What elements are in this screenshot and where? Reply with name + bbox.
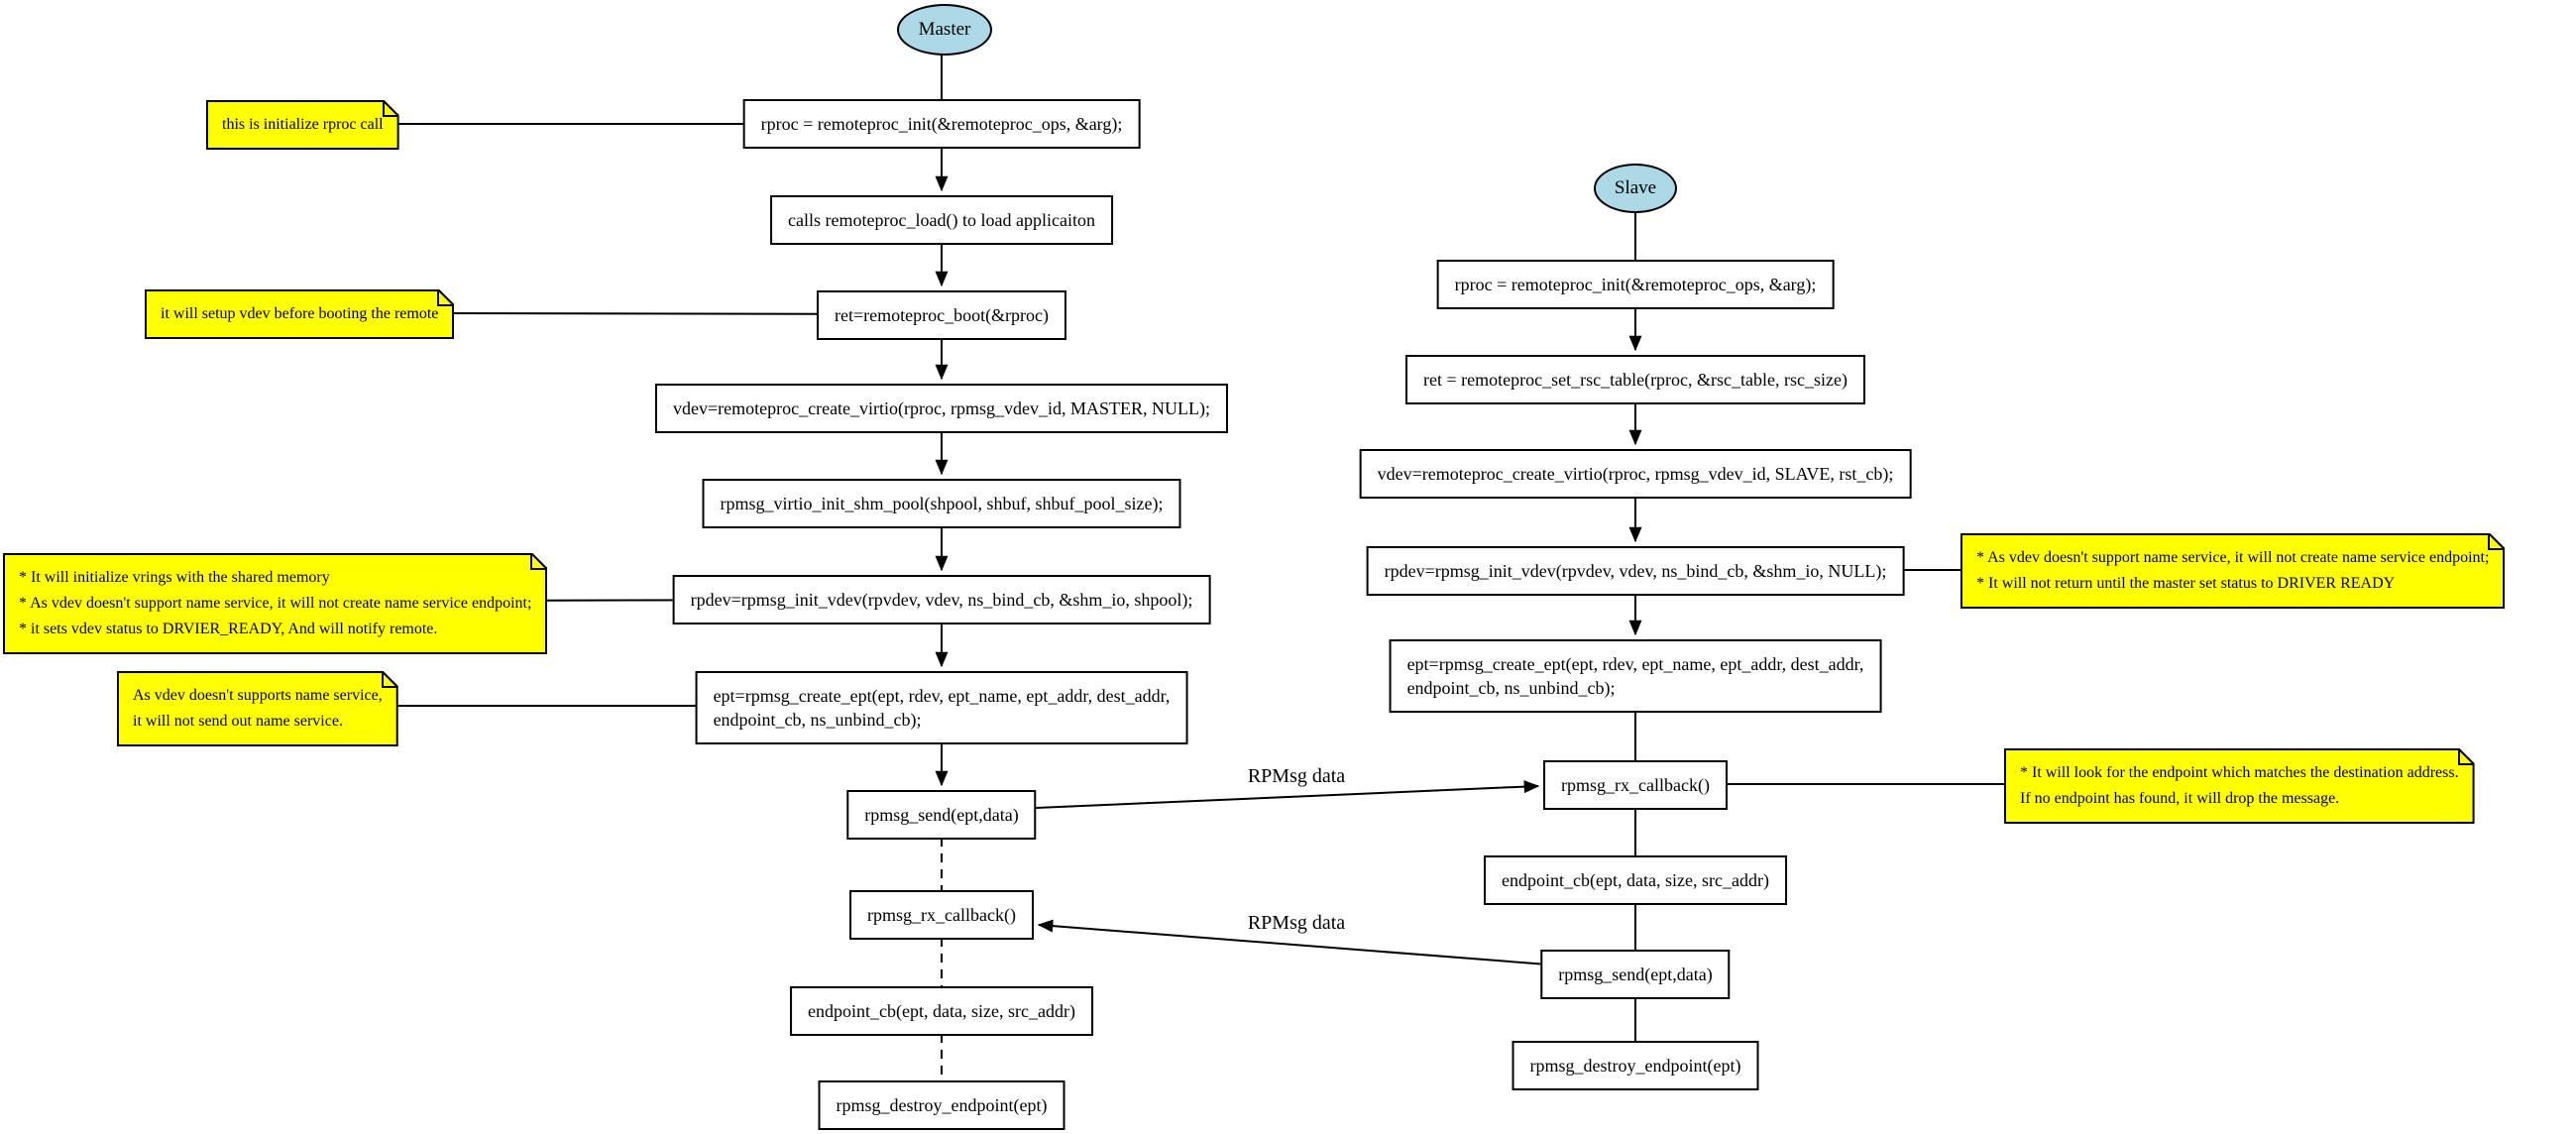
slave-step-endpoint-cb: endpoint_cb(ept, data, size, src_addr) bbox=[1484, 855, 1787, 905]
note-init-rproc: this is initialize rproc call bbox=[206, 100, 399, 150]
note-slave-rx-callback: * It will look for the endpoint which ma… bbox=[2004, 748, 2475, 824]
slave-step-send: rpmsg_send(ept,data) bbox=[1540, 950, 1731, 999]
master-step-destroy-endpoint: rpmsg_destroy_endpoint(ept) bbox=[818, 1080, 1065, 1130]
note-setup-vdev: it will setup vdev before booting the re… bbox=[145, 289, 454, 339]
note-init-rproc-text: this is initialize rproc call bbox=[208, 102, 397, 148]
master-step-send: rpmsg_send(ept,data) bbox=[846, 790, 1037, 840]
master-step-boot: ret=remoteproc_boot(&rproc) bbox=[816, 290, 1067, 340]
master-step-init-shm-pool: rpmsg_virtio_init_shm_pool(shpool, shbuf… bbox=[702, 479, 1181, 528]
edge-label-rpmsg-data-2: RPMsg data bbox=[1247, 912, 1346, 934]
note-setup-vdev-text: it will setup vdev before booting the re… bbox=[147, 291, 452, 337]
note-init-vrings: * It will initialize vrings with the sha… bbox=[3, 553, 547, 654]
note-name-service-text: As vdev doesn't supports name service, i… bbox=[119, 673, 396, 744]
slave-step-rx-callback: rpmsg_rx_callback() bbox=[1543, 760, 1728, 810]
master-step-rx-callback: rpmsg_rx_callback() bbox=[849, 890, 1034, 940]
note-slave-init-vdev-text: * As vdev doesn't support name service, … bbox=[1962, 535, 2503, 607]
note-name-service: As vdev doesn't supports name service, i… bbox=[117, 671, 398, 746]
master-step-create-ept: ept=rpmsg_create_ept(ept, rdev, ept_name… bbox=[695, 671, 1188, 744]
note-slave-init-vdev: * As vdev doesn't support name service, … bbox=[1960, 533, 2505, 609]
master-terminal: Master bbox=[897, 4, 992, 56]
edge-master-send-to-slave-rx bbox=[990, 780, 1540, 811]
slave-step-destroy-endpoint: rpmsg_destroy_endpoint(ept) bbox=[1512, 1041, 1759, 1090]
slave-step-create-ept: ept=rpmsg_create_ept(ept, rdev, ept_name… bbox=[1389, 639, 1882, 713]
master-step-init-vdev: rpdev=rpmsg_init_vdev(rpvdev, vdev, ns_b… bbox=[672, 575, 1211, 624]
slave-step-init: rproc = remoteproc_init(&remoteproc_ops,… bbox=[1436, 260, 1835, 309]
slave-step-init-vdev: rpdev=rpmsg_init_vdev(rpvdev, vdev, ns_b… bbox=[1366, 546, 1905, 596]
note-init-vrings-text: * It will initialize vrings with the sha… bbox=[5, 555, 545, 652]
edge-slave-send-to-master-rx bbox=[1037, 919, 1587, 968]
slave-step-create-virtio: vdev=remoteproc_create_virtio(rproc, rpm… bbox=[1359, 449, 1912, 499]
master-step-init: rproc = remoteproc_init(&remoteproc_ops,… bbox=[742, 99, 1141, 149]
master-step-load: calls remoteproc_load() to load applicai… bbox=[770, 195, 1113, 245]
slave-step-set-rsc-table: ret = remoteproc_set_rsc_table(rproc, &r… bbox=[1405, 355, 1865, 404]
edge-label-rpmsg-data-1: RPMsg data bbox=[1247, 765, 1346, 787]
note-slave-rx-callback-text: * It will look for the endpoint which ma… bbox=[2006, 750, 2473, 822]
master-step-create-virtio: vdev=remoteproc_create_virtio(rproc, rpm… bbox=[654, 384, 1229, 433]
slave-terminal: Slave bbox=[1594, 164, 1677, 213]
master-step-endpoint-cb: endpoint_cb(ept, data, size, src_addr) bbox=[790, 986, 1093, 1036]
